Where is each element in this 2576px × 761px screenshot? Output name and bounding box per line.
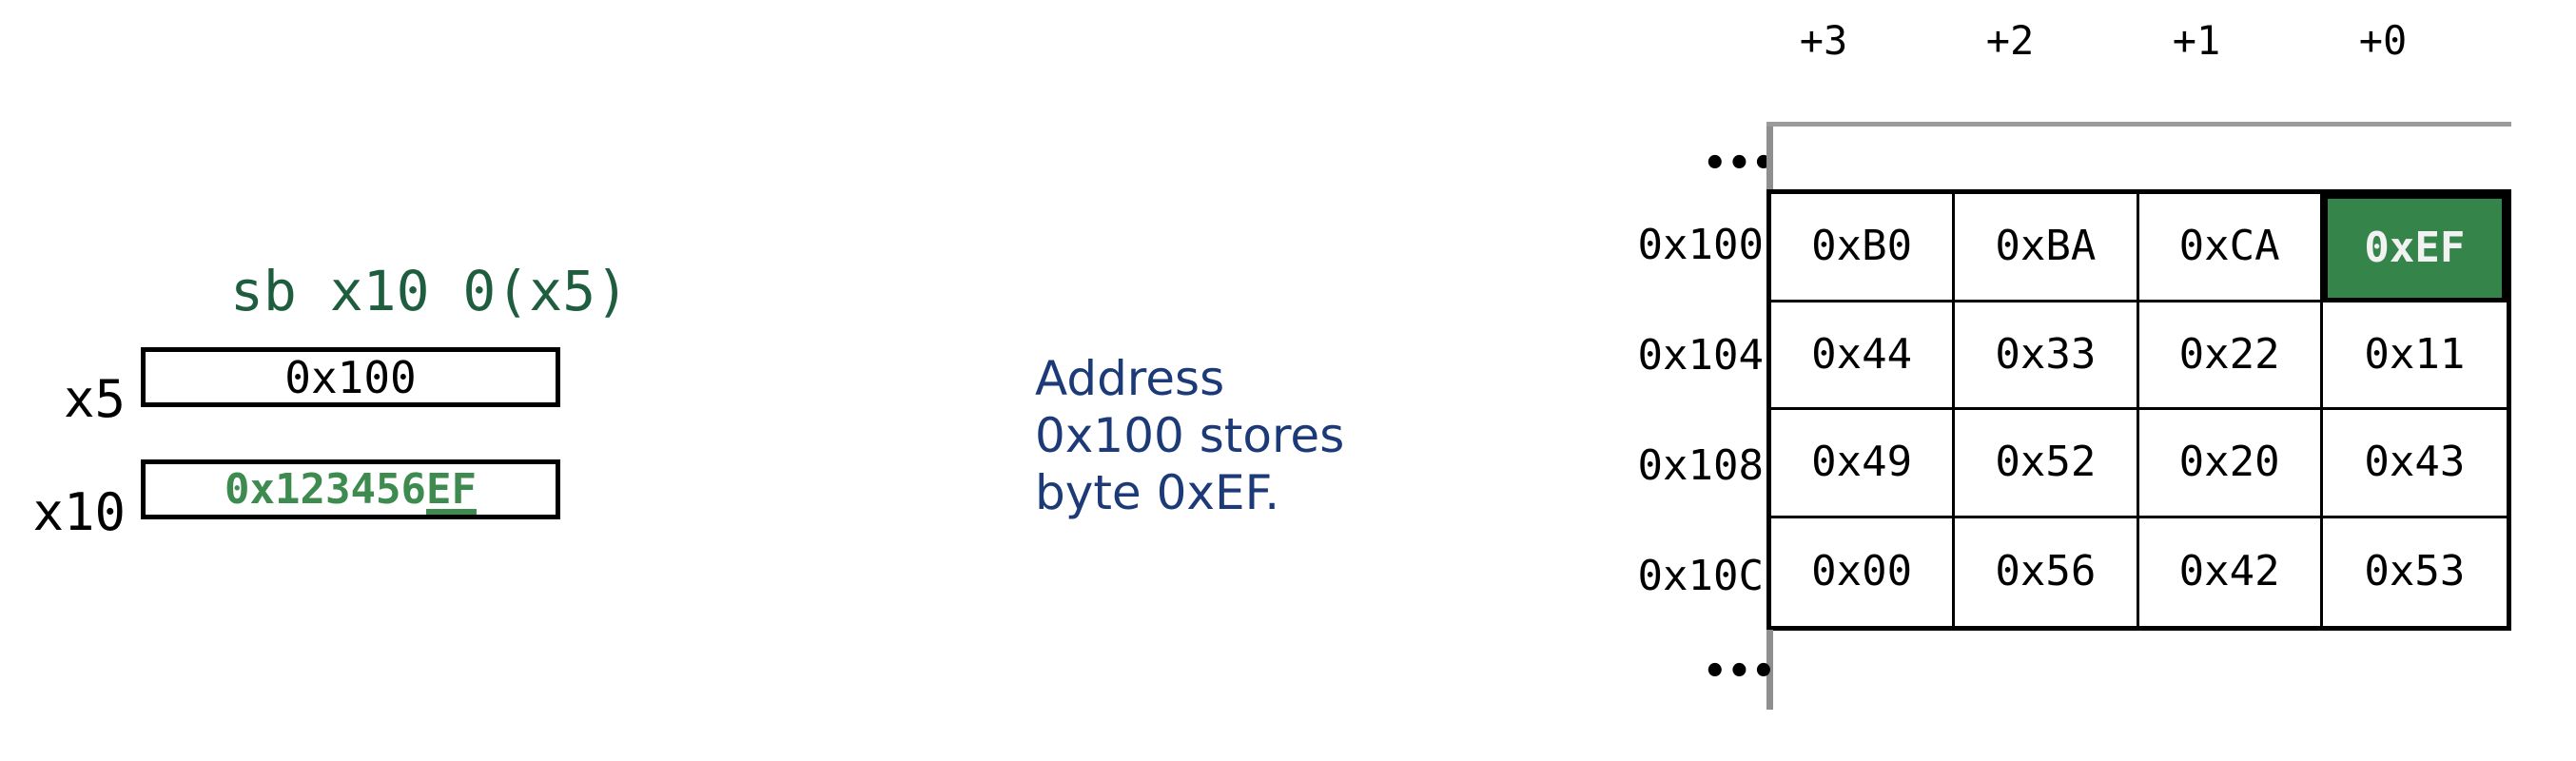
memory-ellipsis-bottom: ••• xyxy=(1703,650,1776,693)
memory-cell: 0x43 xyxy=(2322,410,2507,518)
register-value-x10-stored-byte: EF xyxy=(425,464,477,514)
memory-cell: 0x49 xyxy=(1771,410,1956,518)
annotation-text: Address 0x100 stores byte 0xEF. xyxy=(1035,351,1345,520)
register-label-x5: x5 xyxy=(63,369,126,429)
memory-guide-line-bottom xyxy=(1766,630,1773,710)
memory-ellipsis-top: ••• xyxy=(1703,142,1776,185)
memory-cell: 0x22 xyxy=(2138,302,2323,410)
memory-guide-line-horizontal-top xyxy=(1766,122,2511,127)
memory-cell: 0xCA xyxy=(2138,194,2323,302)
register-label-x10: x10 xyxy=(32,482,126,542)
memory-table-panel: +3 +2 +1 +0 ••• 0x100 0x104 0x108 0x10C … xyxy=(1579,0,2576,761)
memory-column-header-plus1: +1 xyxy=(2172,17,2221,64)
memory-row-address-0x104: 0x104 xyxy=(1637,331,1764,380)
memory-row-address-0x100: 0x100 xyxy=(1637,221,1764,269)
memory-cell: 0x52 xyxy=(1955,410,2139,518)
memory-cell: 0x11 xyxy=(2322,302,2507,410)
memory-cell: 0xBA xyxy=(1955,194,2139,302)
memory-cell: 0xB0 xyxy=(1771,194,1956,302)
memory-column-header-plus2: +2 xyxy=(1985,17,2035,64)
register-value-x10: 0x123456EF xyxy=(224,468,477,511)
instruction-text: sb x10 0(x5) xyxy=(230,259,630,323)
memory-row-address-0x108: 0x108 xyxy=(1637,441,1764,490)
register-diagram-panel: sb x10 0(x5) x5 0x100 x10 0x123456EF Add… xyxy=(32,259,1345,542)
register-box-x10: 0x123456EF xyxy=(141,459,560,519)
memory-cell: 0x44 xyxy=(1771,302,1956,410)
memory-column-header-plus3: +3 xyxy=(1799,17,1848,64)
register-box-x5: 0x100 xyxy=(141,347,560,407)
memory-row-address-0x10C: 0x10C xyxy=(1637,552,1764,600)
memory-cell: 0x20 xyxy=(2138,410,2323,518)
memory-guide-line-top xyxy=(1766,122,1773,189)
memory-cell: 0x42 xyxy=(2138,517,2323,626)
memory-cell: 0x53 xyxy=(2322,517,2507,626)
memory-grid: 0xB0 0xBA 0xCA 0xEF 0x44 0x33 0x22 0x11 … xyxy=(1766,189,2511,631)
memory-cell: 0x56 xyxy=(1955,517,2139,626)
memory-cell: 0x00 xyxy=(1771,517,1956,626)
memory-cell-highlighted: 0xEF xyxy=(2322,194,2507,302)
memory-column-header-plus0: +0 xyxy=(2358,17,2408,64)
register-value-x5: 0x100 xyxy=(284,351,417,403)
register-value-x10-prefix: 0x123456 xyxy=(224,464,426,514)
memory-cell: 0x33 xyxy=(1955,302,2139,410)
